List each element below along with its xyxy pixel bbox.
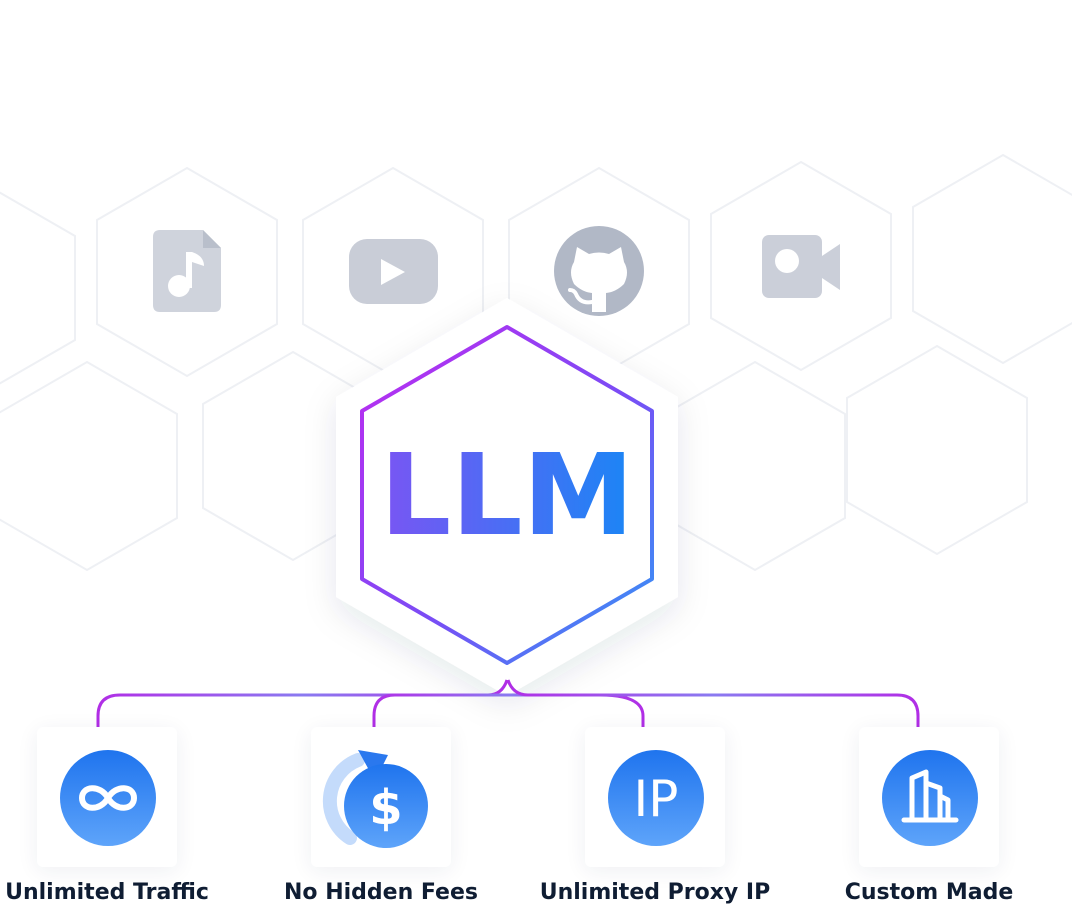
- svg-text:$: $: [369, 780, 402, 836]
- feature-label-custom-made: Custom Made: [844, 880, 1014, 905]
- bg-hex: [96, 166, 278, 378]
- connector-custom-made: [506, 679, 920, 727]
- bg-hex: [0, 360, 178, 572]
- infinity-icon: [60, 750, 156, 846]
- llm-hex-border: [360, 325, 654, 665]
- bg-hex: [846, 344, 1028, 556]
- svg-text:IP: IP: [634, 770, 679, 828]
- llm-node: LLM: [336, 298, 678, 696]
- bg-hex: [710, 160, 892, 372]
- ip-icon: IP: [608, 750, 704, 846]
- connector-unlimited-traffic: [96, 679, 509, 727]
- youtube-icon: [349, 239, 438, 304]
- music-file-icon: [153, 230, 221, 312]
- bg-hex: [912, 153, 1072, 365]
- feature-label-unlimited-proxy-ip: Unlimited Proxy IP: [539, 880, 771, 905]
- llm-hex-card: [336, 298, 678, 696]
- feature-label-unlimited-traffic: Unlimited Traffic: [5, 880, 209, 905]
- github-icon: [554, 226, 644, 316]
- feature-label-no-hidden-fees: No Hidden Fees: [284, 880, 478, 905]
- connector-lines: [96, 679, 920, 727]
- video-camera-icon: [762, 235, 840, 298]
- llm-label: LLM: [380, 431, 634, 561]
- bg-hex: [0, 191, 76, 385]
- connector-no-hidden-fees: [372, 693, 645, 727]
- building-icon: [882, 750, 978, 846]
- hex-grid-background: [0, 153, 1072, 572]
- dollar-refresh-icon: $: [322, 750, 428, 848]
